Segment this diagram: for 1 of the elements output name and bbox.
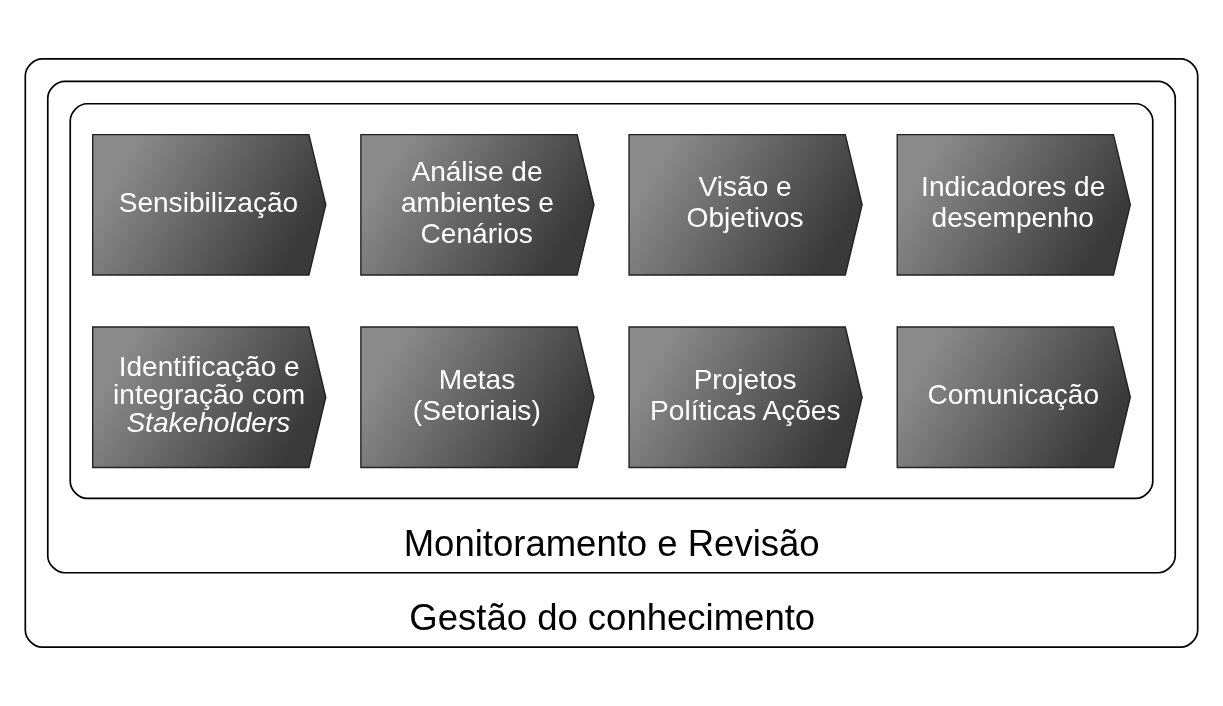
cluster — [69, 102, 1154, 500]
